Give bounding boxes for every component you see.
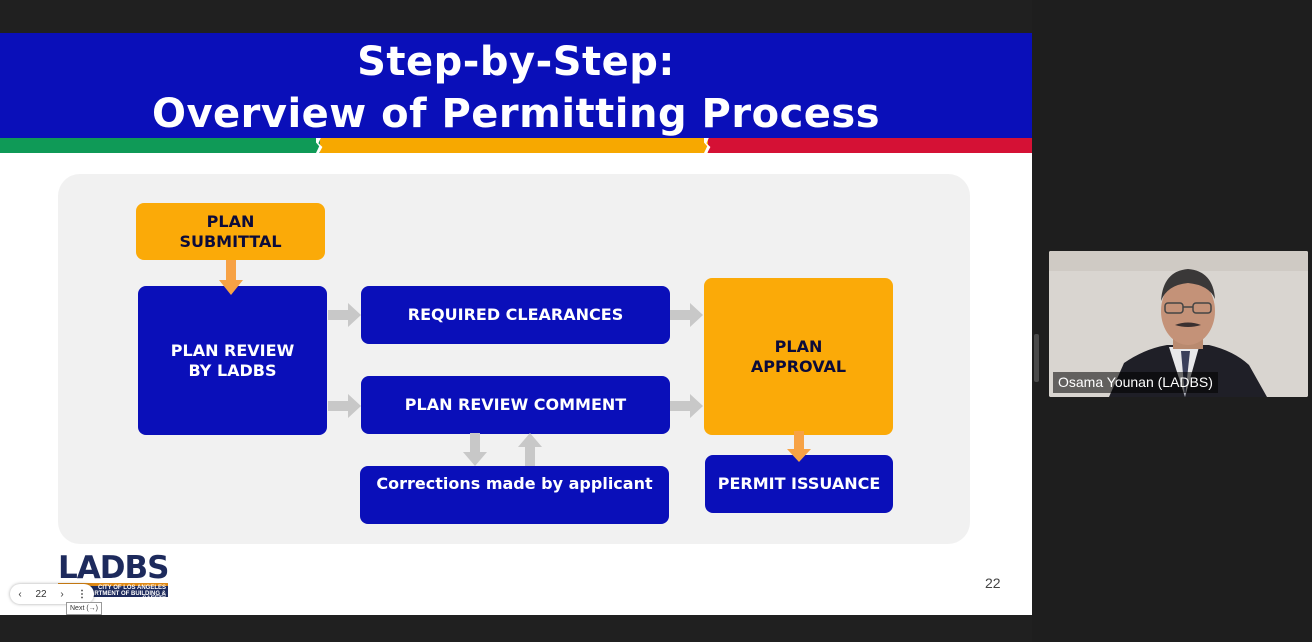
stripe-notch xyxy=(704,138,711,153)
presentation-slide: Step-by-Step: Overview of Permitting Pro… xyxy=(0,33,1032,615)
corrections-box: Corrections made by applicant xyxy=(360,466,669,524)
next-tooltip: Next (→) xyxy=(66,602,102,615)
slide-title-line1: Step-by-Step: xyxy=(357,39,675,85)
permit-issuance-box: PERMIT ISSUANCE xyxy=(705,455,893,513)
logo-text: LADBS xyxy=(58,550,169,586)
arrow-down-orange-icon xyxy=(787,431,811,462)
slide-controls: ‹ 22 › ⋮ xyxy=(10,584,94,604)
top-bar xyxy=(0,0,1032,33)
slide-number: 22 xyxy=(985,575,1001,591)
bottom-bar xyxy=(0,615,1032,642)
more-vertical-icon[interactable]: ⋮ xyxy=(77,588,87,600)
plan-review-line2: BY LADBS xyxy=(188,360,277,380)
arrow-right-gray-icon xyxy=(328,394,361,418)
arrow-up-gray-icon xyxy=(518,433,542,466)
plan-approval-line1: PLAN xyxy=(774,336,823,356)
required-clearances-box: REQUIRED CLEARANCES xyxy=(361,286,670,344)
arrow-down-gray-icon xyxy=(463,433,487,466)
stripe-notch xyxy=(316,138,323,153)
slide-title-line2: Overview of Permitting Process xyxy=(151,91,881,137)
participant-name: Osama Younan (LADBS) xyxy=(1053,372,1218,393)
chevron-left-icon[interactable]: ‹ xyxy=(18,588,22,600)
stripe-red xyxy=(708,138,1032,153)
arrow-right-gray-icon xyxy=(328,303,361,327)
plan-submittal-line2: SUBMITTAL xyxy=(179,231,282,251)
ladbs-logo: LADBS CITY OF LOS ANGELES DEPARTMENT OF … xyxy=(58,550,169,602)
arrow-right-gray-icon xyxy=(670,303,703,327)
stripe-orange xyxy=(320,138,708,153)
page-indicator[interactable]: 22 xyxy=(35,588,47,600)
arrow-down-orange-icon xyxy=(219,260,243,295)
slide-banner: Step-by-Step: Overview of Permitting Pro… xyxy=(0,33,1032,138)
plan-submittal-line1: PLAN xyxy=(206,211,255,231)
plan-review-line1: PLAN REVIEW xyxy=(170,340,295,360)
plan-review-comment-box: PLAN REVIEW COMMENT xyxy=(361,376,670,434)
arrow-right-gray-icon xyxy=(670,394,703,418)
plan-approval-line2: APPROVAL xyxy=(750,356,847,376)
pane-resize-handle[interactable] xyxy=(1034,334,1039,382)
color-stripes xyxy=(0,138,1032,153)
stripe-green xyxy=(0,138,320,153)
chevron-right-icon[interactable]: › xyxy=(60,588,64,600)
